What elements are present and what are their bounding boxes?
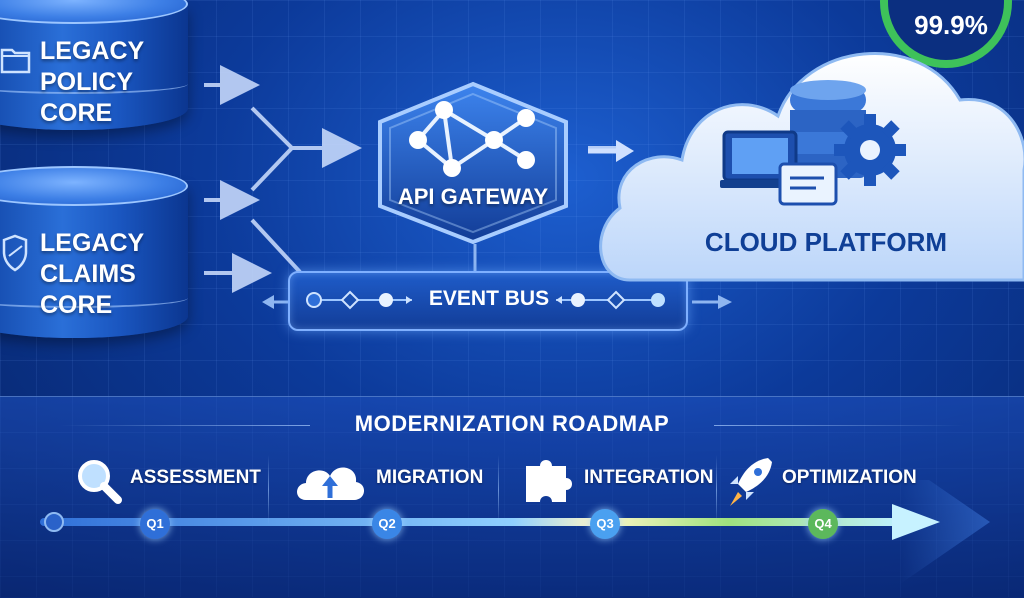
rocket-icon <box>730 458 772 506</box>
magnifier-icon <box>78 460 122 504</box>
roadmap-title: MODERNIZATION ROADMAP <box>0 411 1024 437</box>
api-gateway-label: API GATEWAY <box>397 184 549 209</box>
cloud-platform-label: CLOUD PLATFORM <box>704 227 948 257</box>
connector-arrows <box>204 65 616 293</box>
phase-label-optimization: OPTIMIZATION <box>782 467 917 488</box>
legacy-claims-core-database[interactable] <box>0 166 188 346</box>
puzzle-icon <box>526 460 572 502</box>
bus-to-cloud-arrow <box>692 295 732 309</box>
phase-label-migration: MIGRATION <box>376 467 484 488</box>
shield-icon <box>2 234 28 272</box>
server-laptop-gear-icon <box>720 80 906 206</box>
quarter-badge-q2[interactable]: Q2 <box>372 509 402 539</box>
bus-left-nodes-icon <box>306 290 412 310</box>
gateway-bus-link <box>473 244 477 274</box>
bus-right-nodes-icon <box>556 290 665 310</box>
uptime-value: 99.9% <box>914 10 988 40</box>
quarter-badge-q4[interactable]: Q4 <box>808 509 838 539</box>
phase-separator <box>268 455 269 525</box>
gateway-to-cloud-arrow <box>588 140 634 162</box>
legacy-policy-core-label: LEGACY POLICY CORE <box>40 37 145 127</box>
legacy-claims-core-label: LEGACY CLAIMS CORE <box>40 229 145 319</box>
phase-separator <box>498 455 499 525</box>
quarter-badge-q1[interactable]: Q1 <box>140 509 170 539</box>
event-bus-label: EVENT BUS <box>428 287 550 310</box>
phase-label-integration: INTEGRATION <box>584 467 714 488</box>
event-bus-node[interactable]: EVENT BUS <box>288 271 688 331</box>
cloud-platform-node[interactable]: CLOUD PLATFORM <box>590 30 1024 290</box>
cloud-upload-icon <box>297 467 365 500</box>
folder-icon <box>0 48 31 74</box>
phase-label-assessment: ASSESSMENT <box>130 467 261 488</box>
phase-separator <box>716 455 717 525</box>
bus-left-arrow <box>262 295 290 309</box>
quarter-badge-q3[interactable]: Q3 <box>590 509 620 539</box>
api-gateway-node[interactable]: API GATEWAY <box>370 80 576 246</box>
timeline-arrow <box>40 480 990 584</box>
network-nodes-icon <box>409 101 535 177</box>
legacy-policy-core-database[interactable] <box>0 0 188 138</box>
